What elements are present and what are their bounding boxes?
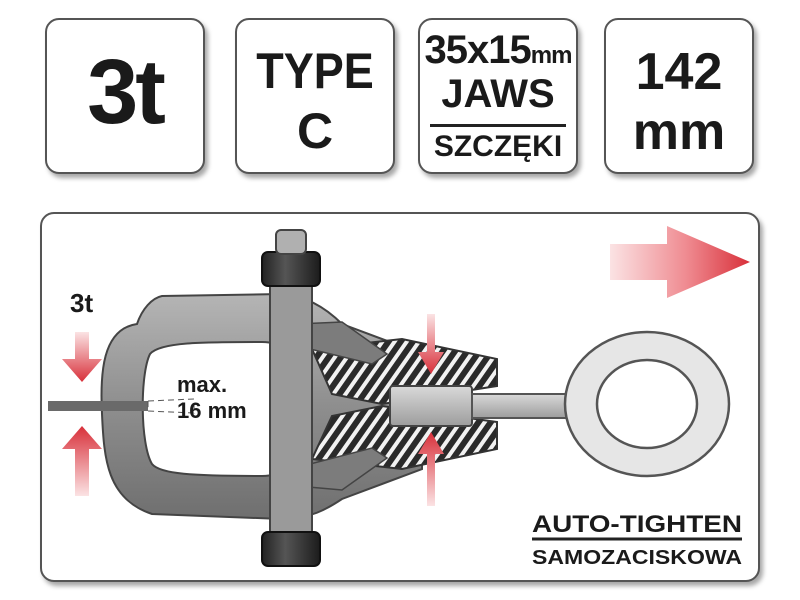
jaw-up-arrow-icon	[418, 432, 444, 506]
jaws-sublabel: SZCZĘKI	[433, 130, 563, 163]
sheet-metal	[48, 398, 195, 414]
feature-label: AUTO-TIGHTEN	[532, 511, 742, 538]
length-spec-box: 142 mm	[604, 18, 754, 174]
jaws-spec-box: 35x15mm JAWS SZCZĘKI	[418, 18, 578, 174]
type-label: TYPE	[256, 43, 374, 99]
direction-arrow-icon	[610, 226, 750, 298]
feature-sublabel: SAMOZACISKOWA	[532, 547, 742, 569]
jaws-size: 35x15mm	[420, 30, 576, 70]
capacity-value: 3t	[87, 41, 166, 143]
down-arrow-icon	[62, 332, 102, 382]
clamp-diagram: 3t max. 16 mm AUTO-TIGHTEN SAMOZACISKOWA	[48, 226, 750, 569]
jaw-down-arrow-icon	[418, 314, 444, 374]
opening-line2: 16 mm	[177, 398, 247, 423]
up-arrow-icon	[62, 426, 102, 496]
jaws-label: JAWS	[441, 72, 555, 116]
opening-line1: max.	[177, 372, 227, 397]
pull-eye	[563, 330, 731, 478]
jaws-divider	[430, 124, 566, 127]
type-spec-box: TYPE C	[235, 18, 395, 174]
jaws-size-number: 35x15	[424, 28, 532, 72]
length-value: 142	[635, 43, 723, 101]
diagram-panel: 3t max. 16 mm AUTO-TIGHTEN SAMOZACISKOWA	[40, 212, 760, 582]
capacity-spec-box: 3t	[45, 18, 205, 174]
jaws-size-unit: mm	[530, 42, 573, 69]
length-unit: mm	[632, 103, 726, 161]
clamp-frame	[100, 229, 573, 567]
type-value: C	[296, 103, 334, 159]
load-label: 3t	[70, 288, 93, 318]
